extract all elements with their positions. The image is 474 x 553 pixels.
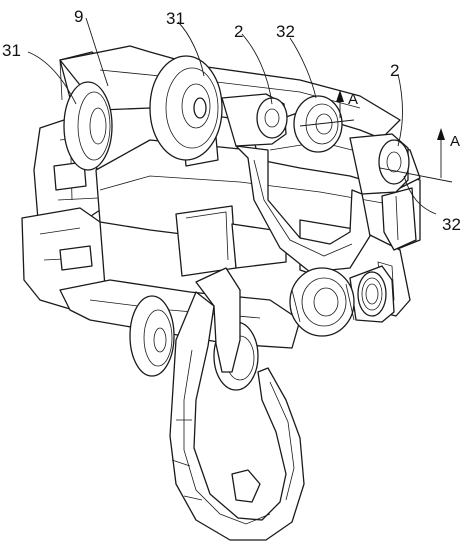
section-arrow-upper [299,90,355,127]
wheel-center-top [149,55,223,161]
pin-right [349,133,410,195]
label-31-top: 31 [166,9,185,28]
label-9: 9 [74,7,83,26]
section-label-a-right: A [450,133,460,150]
label-32-top: 32 [276,22,295,41]
bolt-assembly [289,265,395,337]
leader-lines [27,17,437,215]
label-31-left: 31 [2,41,21,60]
pin-upper [221,93,288,147]
label-32-right: 32 [442,215,461,234]
label-2-top: 2 [234,22,243,41]
section-label-a-upper: A [348,91,358,108]
hook [169,267,305,541]
wheel-lower-left [129,295,175,377]
link-plate [235,145,371,273]
label-2-right: 2 [390,61,399,80]
section-arrow-right [379,128,453,183]
